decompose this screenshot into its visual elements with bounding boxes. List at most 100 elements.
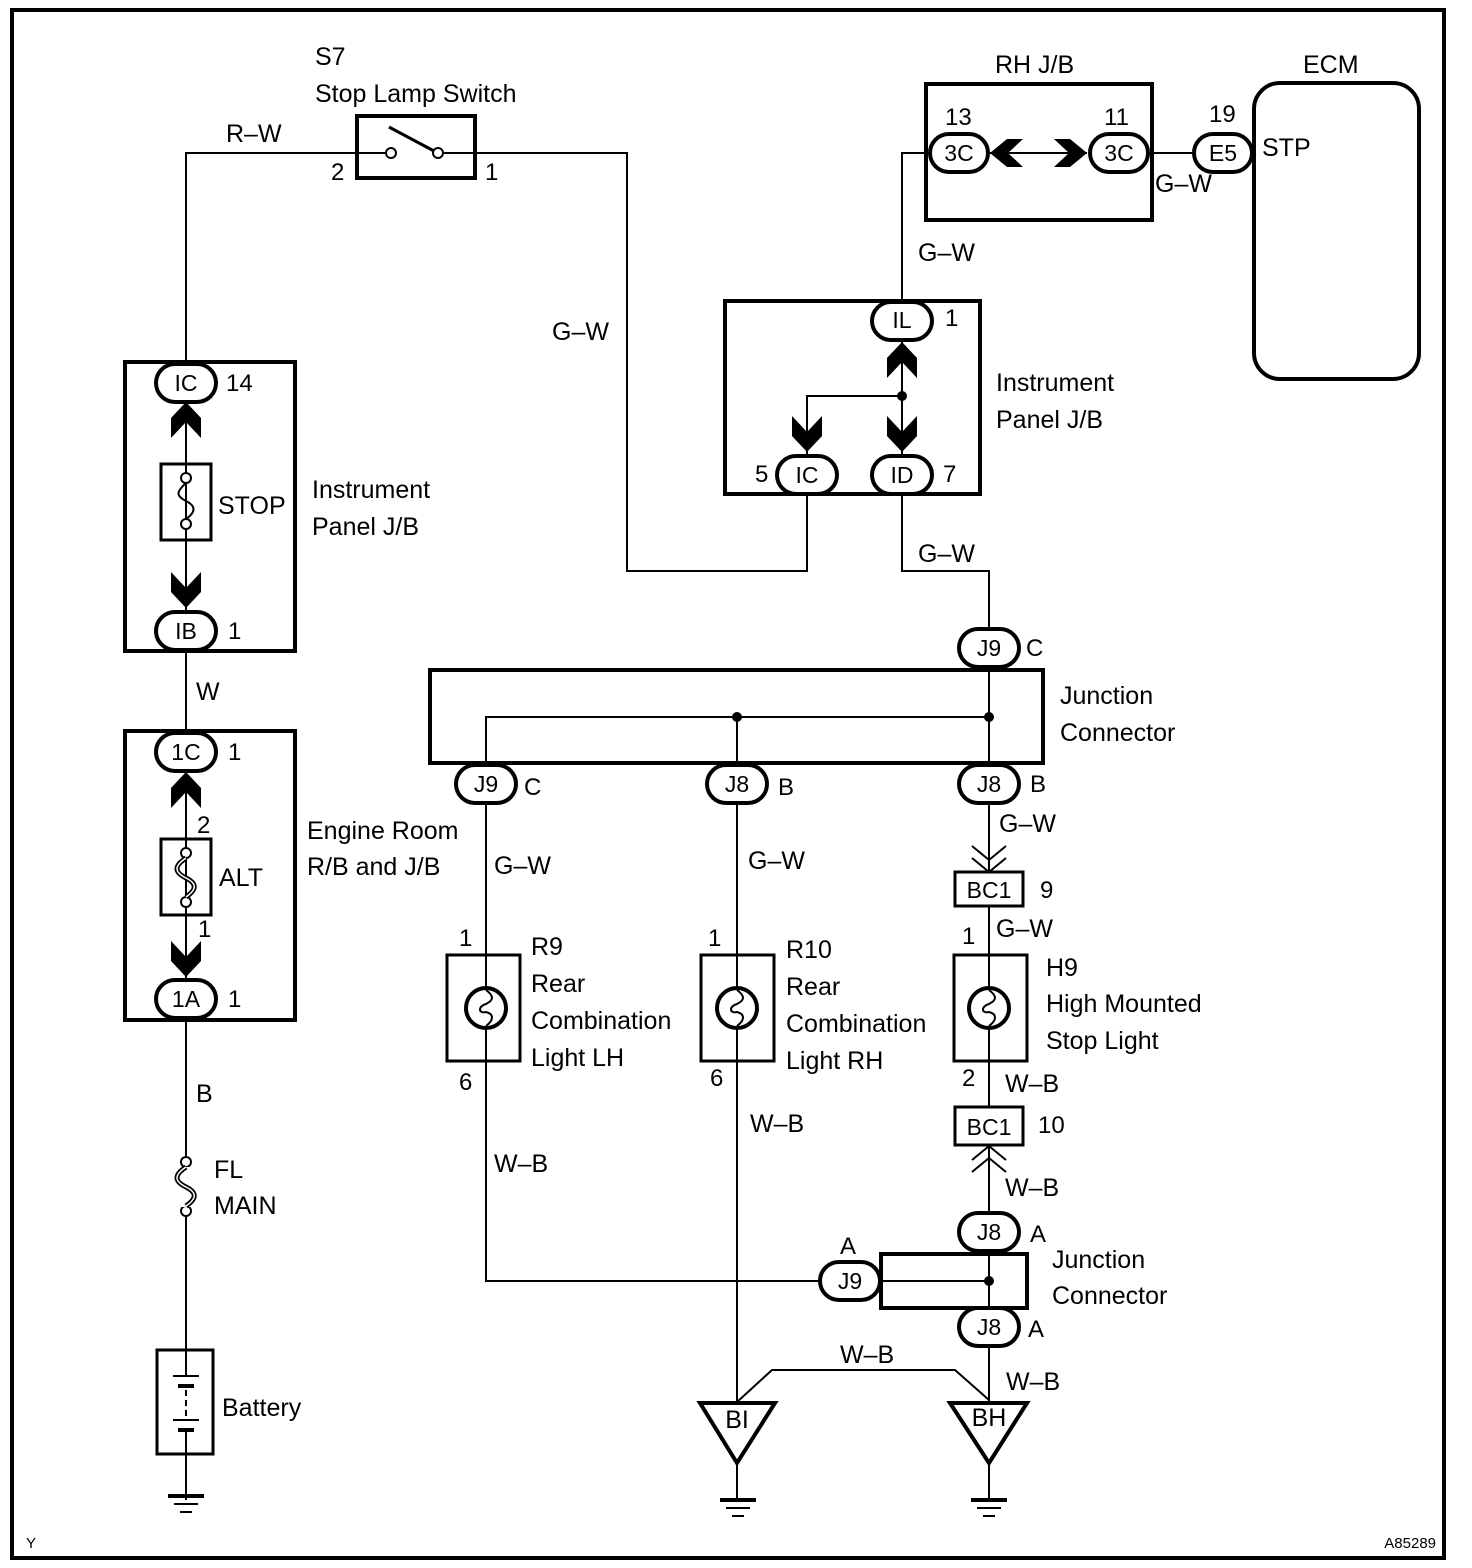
component-label: Connector: [1060, 719, 1175, 747]
connector-j9: [957, 627, 1021, 669]
component-label: Panel J/B: [312, 513, 419, 541]
battery-label: Battery: [222, 1394, 302, 1422]
connector-ic: [775, 454, 839, 496]
fuse-icon: [177, 482, 195, 520]
connector-1c: [154, 731, 218, 773]
diagram-code-left: Y: [26, 1535, 36, 1552]
pin-label: 7: [943, 461, 956, 488]
wire-label: W: [196, 678, 220, 706]
pin-label: 1: [962, 923, 975, 950]
fuse-label: FL: [214, 1156, 243, 1184]
switch-blade-icon: [388, 125, 435, 153]
component-label: Rear: [786, 973, 840, 1001]
high-mounted-stop-light: 1 2 H9 High Mounted Stop Light: [952, 923, 1202, 1092]
instrument-panel-jb-left: STOP IC 14 IB 1 Instrument Panel J/B: [123, 360, 430, 653]
pin-label: 1: [228, 986, 241, 1013]
wire-gw-id: [901, 494, 990, 630]
component-label: Junction: [1060, 682, 1153, 710]
switch-contact-icon: [385, 147, 397, 159]
wire-label: B: [196, 1080, 213, 1108]
fusible-link-main: FL MAIN: [174, 1156, 277, 1220]
component-label: Light RH: [786, 1047, 883, 1075]
connector-label: J8: [977, 771, 1001, 797]
connector-label: IC: [796, 462, 819, 488]
component-label: Rear: [531, 970, 585, 998]
component-label: Light LH: [531, 1044, 624, 1072]
stop-fuse-box: [159, 462, 213, 542]
connector-label: J8: [977, 1314, 1001, 1340]
component-label: Instrument: [312, 476, 430, 504]
connector-e5: [1192, 132, 1254, 174]
connector-label: 1C: [171, 739, 200, 765]
junction-connector-lower: J8 A J9 A J8 A Junction Connector: [818, 1211, 1167, 1348]
connector-label: J8: [977, 1219, 1001, 1245]
connector-label: 1A: [172, 986, 201, 1012]
battery: Battery: [155, 1348, 302, 1456]
connector-arrow-icon: [887, 416, 917, 452]
connector-label: IL: [892, 307, 911, 333]
connector-ib: [154, 610, 218, 652]
pin-label: 10: [1038, 1112, 1065, 1139]
switch-id: S7: [315, 43, 346, 71]
wire-label: G–W: [1155, 170, 1212, 198]
splice-dot: [897, 391, 907, 401]
bulb-icon: [967, 986, 1011, 1030]
pin-label: 1: [228, 618, 241, 645]
pin-label: 1: [228, 739, 241, 766]
pin-label: 1: [198, 916, 211, 943]
wire-label: G–W: [918, 239, 975, 267]
connector-arrow-icon: [171, 572, 201, 608]
connector-label: 3C: [944, 140, 973, 166]
connector-3c-right: [1088, 132, 1150, 174]
connector-label: 3C: [1104, 140, 1133, 166]
pin-label: B: [778, 774, 794, 801]
ground-icon: [720, 1498, 756, 1517]
component-label: R/B and J/B: [307, 853, 440, 881]
wire-gw-rhjb-ipjb: [901, 152, 930, 301]
wire-label: W–B: [840, 1341, 894, 1369]
connector-arrow-icon: [171, 772, 201, 808]
rear-combination-light-lh: 1 6 R9 Rear Combination Light LH: [445, 925, 671, 1096]
connector-arrow-icon: [792, 416, 822, 452]
fuse-terminal-icon: [180, 1156, 192, 1168]
wire-label: W–B: [1005, 1174, 1059, 1202]
ground-icon: [971, 1498, 1007, 1517]
bulb-icon: [464, 986, 508, 1030]
ecm: ECM E5 19 STP: [1192, 51, 1421, 381]
rh-junction-block: RH J/B 3C 13 3C 11: [924, 51, 1154, 222]
pin-label: 14: [226, 370, 253, 397]
component-id: R9: [531, 933, 563, 961]
diagram-frame: [10, 8, 1446, 1560]
component-label: Junction: [1052, 1246, 1145, 1274]
ground-label: BI: [725, 1406, 749, 1434]
pin-label: A: [840, 1233, 856, 1260]
pin-label: C: [524, 774, 541, 801]
bulb-icon: [715, 986, 759, 1030]
component-label: Instrument: [996, 369, 1114, 397]
instrument-panel-jb-right: IL 1 IC 5 ID 7 Instrument Panel J/B: [723, 299, 1114, 496]
component-label: Combination: [531, 1007, 671, 1035]
wire-label: G–W: [552, 318, 609, 346]
wire-label: W–B: [1005, 1070, 1059, 1098]
splice-dot: [984, 1276, 994, 1286]
component-id: H9: [1046, 954, 1078, 982]
component-label: Engine Room: [307, 817, 458, 845]
connector-label: IC: [175, 370, 198, 396]
splice-dot: [984, 712, 994, 722]
rear-combination-light-rh: 1 6 R10 Rear Combination Light RH: [699, 925, 926, 1092]
splice-dot: [732, 712, 742, 722]
pin-label: 5: [755, 461, 768, 488]
engine-room-rb-jb: ALT 2 1 1C 1 1A 1 Engine Room R/B and J/…: [123, 729, 458, 1022]
wire-label: G–W: [996, 915, 1053, 943]
connector-label: J8: [725, 771, 749, 797]
ecm-label: ECM: [1303, 51, 1359, 79]
connector-arrow-icon: [171, 402, 201, 438]
fuse-terminal-icon: [180, 896, 192, 908]
connector-bc1-10: BC1 10: [953, 1105, 1065, 1173]
pin-label: 2: [197, 812, 210, 839]
connector-label: BC1: [967, 1114, 1012, 1140]
connector-label: IB: [175, 618, 197, 644]
pin-label: A: [1030, 1221, 1046, 1248]
connector-j8: [957, 1211, 1021, 1253]
